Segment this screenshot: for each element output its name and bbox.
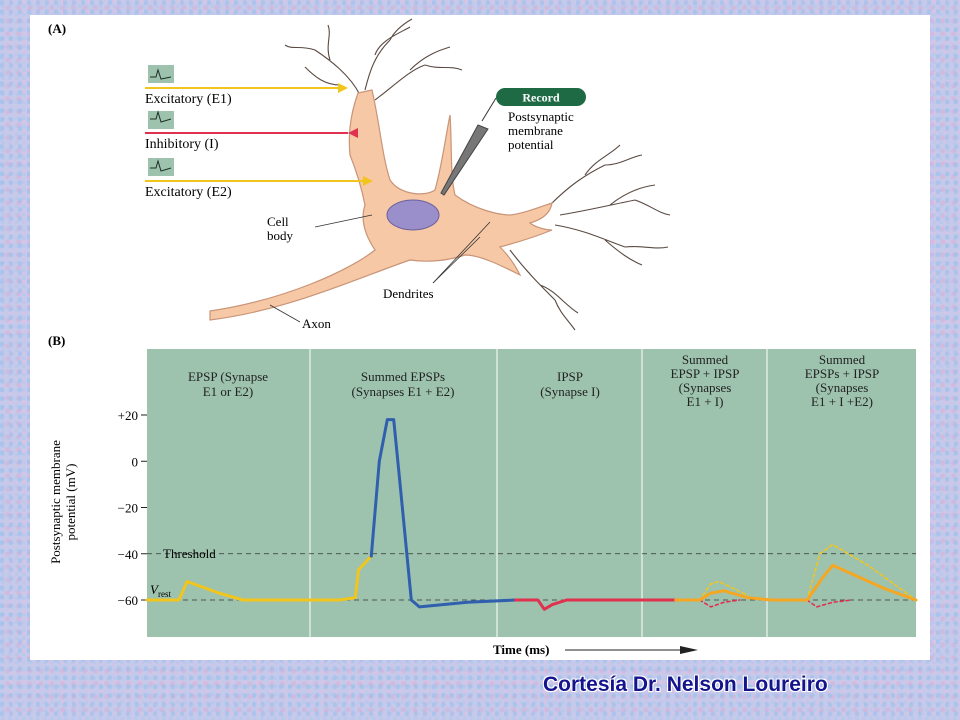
input-label-i: Inhibitory (I) (145, 137, 219, 152)
input-label-e2: Excitatory (E2) (145, 185, 232, 200)
threshold-label: Threshold (163, 546, 216, 561)
time-arrowhead-icon (680, 646, 698, 654)
section-1-title-1: EPSP (Synapse (188, 369, 268, 384)
cell-body-label-2: body (267, 228, 294, 243)
dendrite-branches (284, 18, 671, 331)
section-3-title-1: IPSP (557, 369, 583, 384)
ipsp-thumbnail-icon (148, 111, 174, 129)
dashed-trace-1 (698, 599, 741, 608)
dashed-trace-2 (806, 543, 917, 601)
nucleus (386, 199, 440, 231)
input-excitatory-e2: Excitatory (E2) (145, 158, 373, 200)
figure-panel: (A) Excitatory (E1) Inhibitory (I) Excit… (30, 15, 930, 660)
y-tick-label: −60 (118, 593, 138, 608)
record-label: Record (522, 91, 560, 105)
section-3-title-2: (Synapse I) (540, 384, 600, 399)
dendrites-label: Dendrites (383, 286, 434, 301)
y-axis-label-1: Postsynaptic membrane (48, 440, 63, 564)
y-tick-label: −40 (118, 547, 138, 562)
neuron-body (209, 89, 553, 321)
trace-4 (674, 589, 774, 602)
trace-0 (145, 580, 341, 602)
y-tick-label: +20 (118, 408, 138, 423)
section-5-title-3: (Synapses (816, 380, 869, 395)
axon-label: Axon (302, 316, 331, 331)
record-electrode: Record Postsynaptic membrane potential (440, 88, 586, 196)
trace-3 (514, 598, 678, 611)
y-axis-label: Postsynaptic membrane potential (mV) (48, 440, 78, 564)
section-4-title-3: (Synapses (679, 380, 732, 395)
y-axis-label-2: potential (mV) (63, 464, 78, 541)
section-dividers (309, 349, 768, 637)
section-4-title-1: Summed (682, 352, 729, 367)
panel-a-label: (A) (48, 21, 66, 36)
trace-1 (337, 554, 373, 602)
section-titles: EPSP (Synapse E1 or E2) Summed EPSPs (Sy… (188, 352, 879, 409)
dashed-trace-3 (806, 599, 853, 608)
y-ticks: +20 0 −20 −40 −60 (118, 408, 147, 608)
y-tick-label: −20 (118, 501, 138, 516)
section-5-title-4: E1 + I +E2) (811, 394, 873, 409)
trace-5 (770, 563, 918, 602)
panel-b-label: (B) (48, 333, 65, 348)
input-inhibitory: Inhibitory (I) (145, 110, 358, 152)
input-label-e1: Excitatory (E1) (145, 92, 232, 107)
section-1-title-2: E1 or E2) (203, 384, 254, 399)
epsp-thumbnail-icon-2 (148, 158, 174, 176)
electrode-caption-2: membrane (508, 123, 563, 138)
electrode-caption-3: potential (508, 137, 554, 152)
electrode-caption-1: Postsynaptic (508, 109, 574, 124)
cell-body-label-1: Cell (267, 214, 289, 229)
dashed-trace-0 (698, 580, 749, 601)
plot-background (147, 349, 916, 637)
trace-2 (369, 418, 517, 609)
epsp-thumbnail-icon (148, 65, 174, 83)
section-5-title-1: Summed (819, 352, 866, 367)
potential-traces (145, 418, 918, 611)
credit-text: Cortesía Dr. Nelson Loureiro (543, 673, 828, 696)
section-4-title-4: E1 + I) (687, 394, 724, 409)
record-badge (496, 88, 586, 106)
section-2-title-1: Summed EPSPs (361, 369, 445, 384)
y-tick-label: 0 (132, 454, 139, 469)
input-excitatory-e1: Excitatory (E1) (145, 65, 348, 107)
x-axis-label: Time (ms) (493, 642, 549, 657)
section-2-title-2: (Synapses E1 + E2) (351, 384, 454, 399)
vrest-label: Vrest (150, 582, 171, 599)
section-4-title-2: EPSP + IPSP (671, 366, 740, 381)
figure-svg: (A) Excitatory (E1) Inhibitory (I) Excit… (48, 18, 918, 657)
section-5-title-2: EPSPs + IPSP (805, 366, 880, 381)
